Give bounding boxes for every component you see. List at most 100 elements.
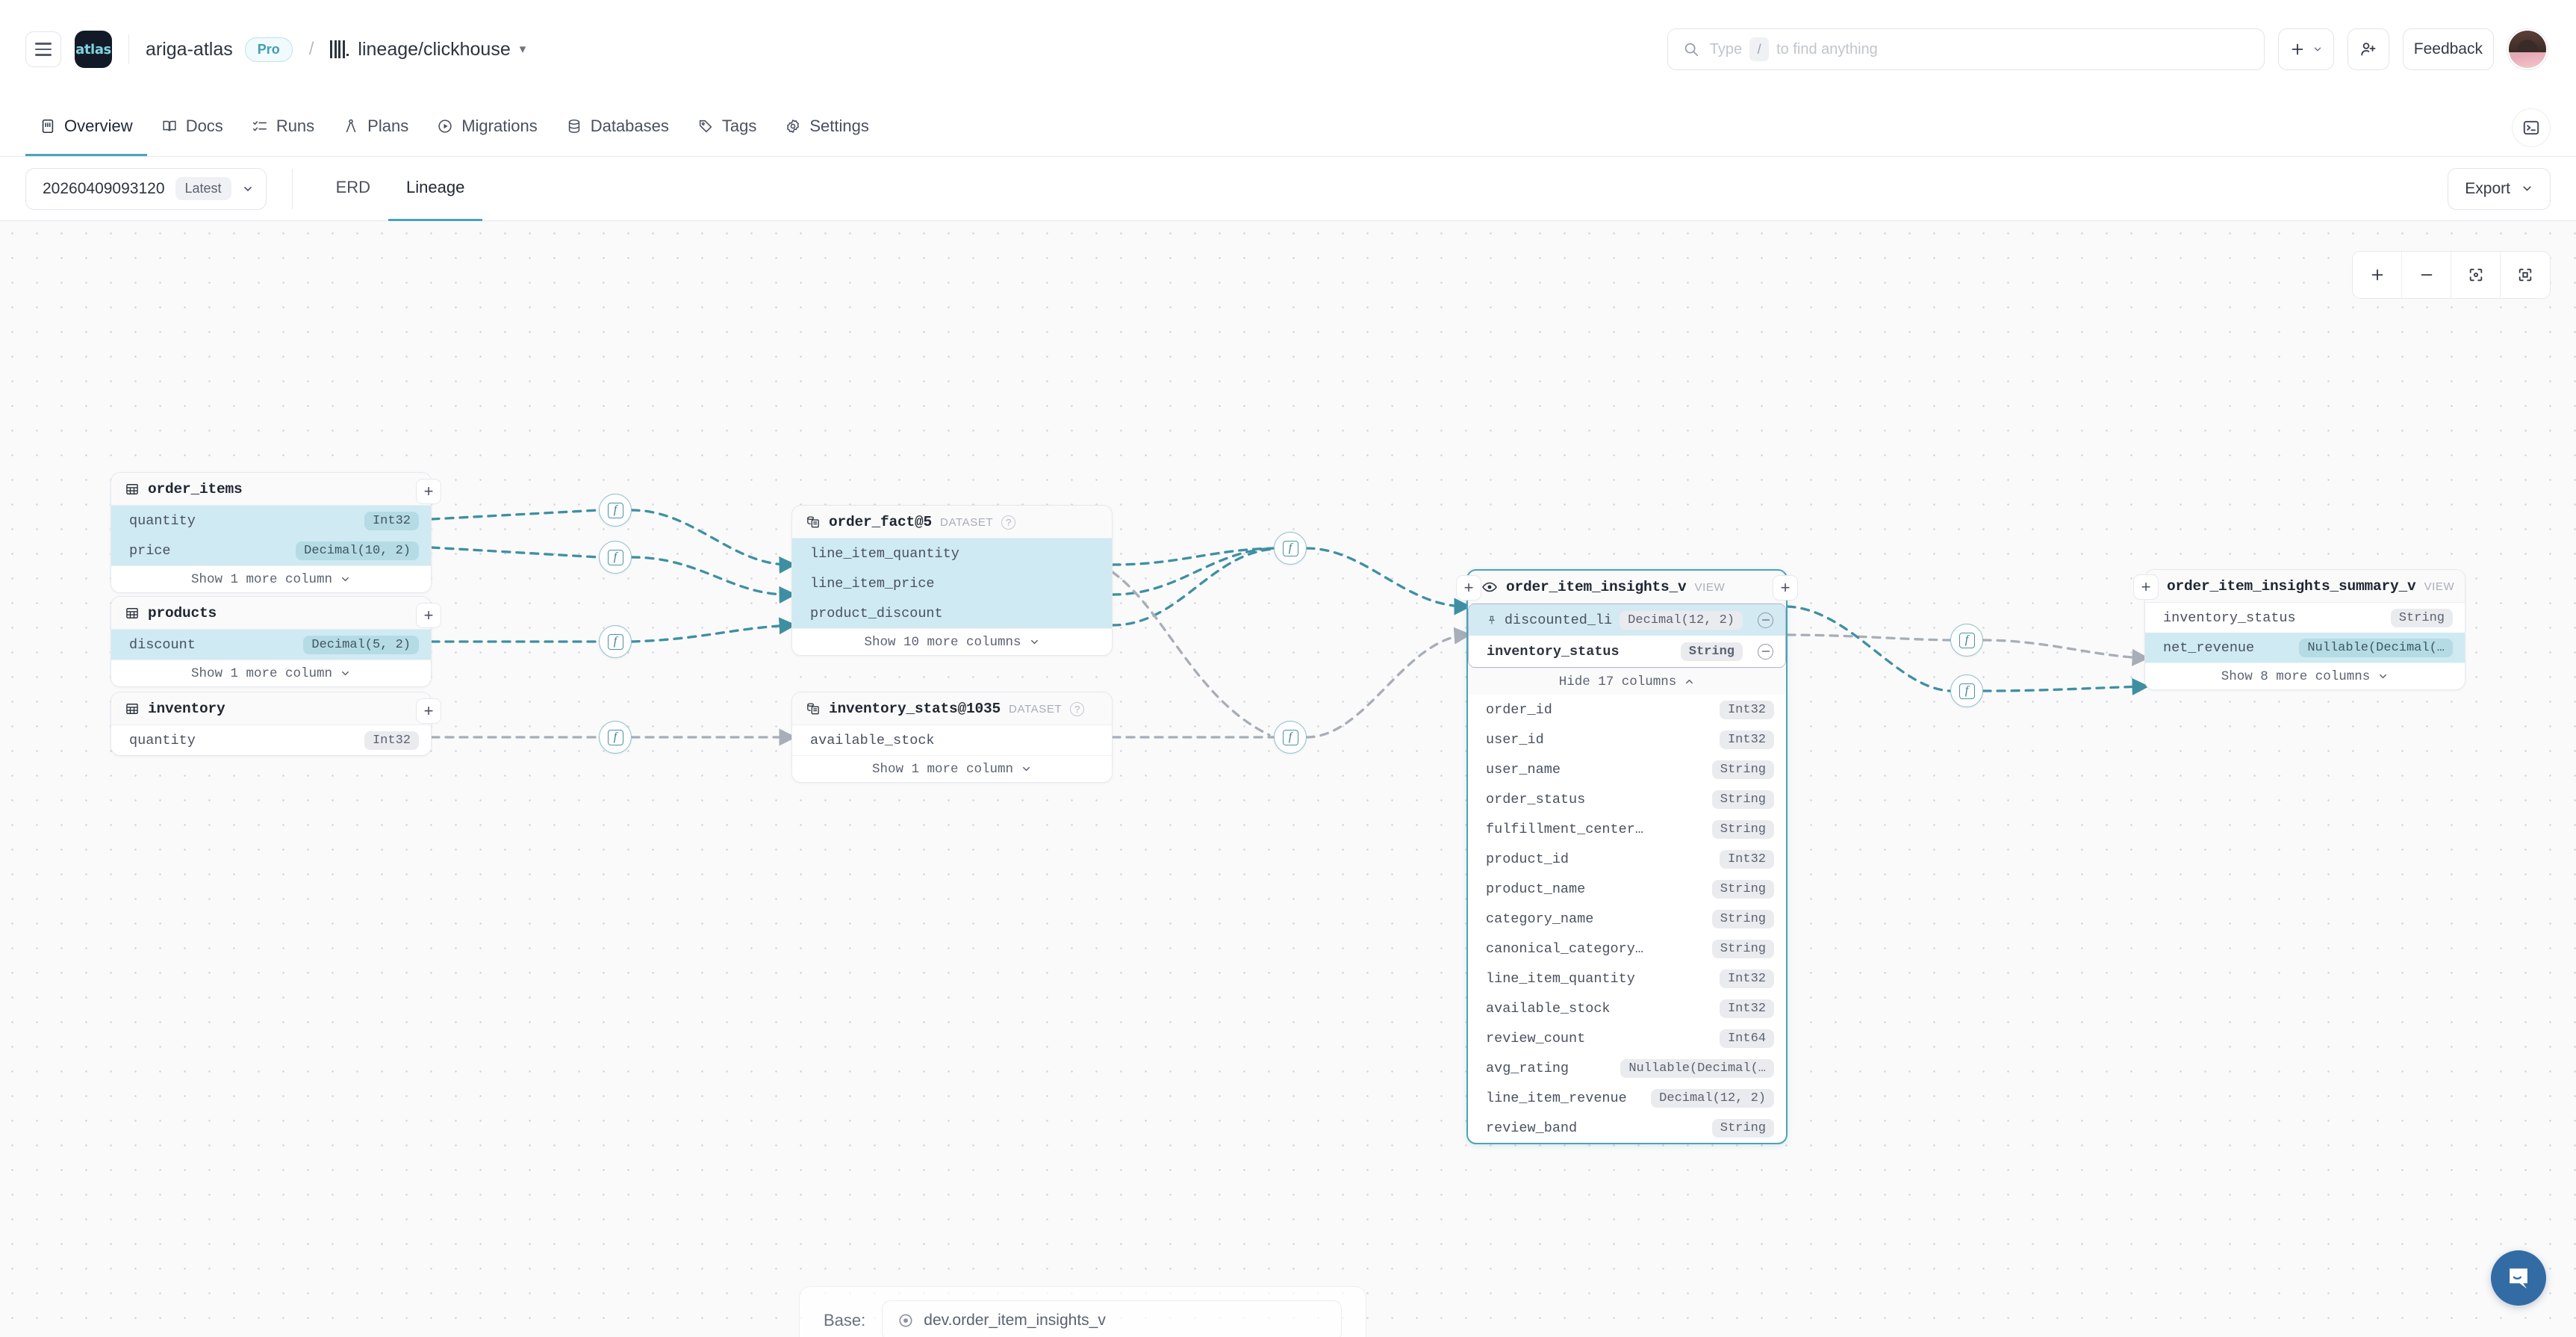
fit-view-button[interactable]: [2451, 252, 2501, 298]
tab-docs[interactable]: Docs: [147, 99, 237, 156]
lineage-node-order-item-insights-v[interactable]: + order_item_insights_v VIEW + discounte…: [1456, 569, 1798, 1144]
help-icon[interactable]: ?: [1070, 701, 1085, 716]
column-row[interactable]: quantity Int32: [111, 506, 431, 536]
tab-databases[interactable]: Databases: [552, 99, 683, 156]
tab-settings[interactable]: Settings: [771, 99, 883, 156]
search-input[interactable]: Type / to find anything: [1667, 28, 2265, 70]
column-type: Decimal(12, 2): [1620, 610, 1743, 630]
column-row-pinned[interactable]: discounted_line… Decimal(12, 2): [1469, 604, 1785, 636]
column-row[interactable]: price Decimal(10, 2): [111, 536, 431, 565]
column-name: net_revenue: [2163, 639, 2255, 656]
zoom-in-button[interactable]: [2353, 252, 2402, 298]
help-icon[interactable]: ?: [1001, 515, 1016, 530]
tab-plans[interactable]: Plans: [329, 99, 423, 156]
transform-fn-icon[interactable]: f: [599, 494, 632, 527]
remove-column-icon[interactable]: [1758, 643, 1773, 660]
view-eye-icon: [1482, 582, 1497, 592]
column-row[interactable]: available_stock: [792, 725, 1112, 755]
tab-migrations[interactable]: Migrations: [423, 99, 551, 156]
chevron-down-icon[interactable]: ▾: [519, 42, 526, 56]
expand-upstream-button[interactable]: +: [1456, 575, 1481, 601]
chat-support-button[interactable]: [2491, 1250, 2546, 1306]
expand-downstream-button[interactable]: +: [1773, 575, 1798, 601]
column-row[interactable]: line_item_quantity: [792, 539, 1112, 568]
show-more-columns-button[interactable]: Show 10 more columns: [792, 628, 1112, 655]
show-more-columns-button[interactable]: Show 1 more column: [792, 755, 1112, 782]
atlas-logo[interactable]: atlas: [75, 31, 112, 68]
show-more-columns-button[interactable]: Show 8 more columns: [2145, 663, 2465, 689]
column-row[interactable]: quantity Int32: [111, 725, 431, 755]
lineage-canvas[interactable]: order_items + quantity Int32 price Decim…: [0, 221, 2576, 1337]
column-type: String: [1711, 909, 1774, 928]
add-button[interactable]: [2277, 28, 2334, 70]
column-row[interactable]: canonical_category…String: [1468, 934, 1786, 964]
tab-runs[interactable]: Runs: [237, 99, 329, 156]
zoom-out-button[interactable]: [2402, 252, 2451, 298]
invite-user-button[interactable]: [2347, 28, 2389, 70]
transform-fn-icon[interactable]: f: [1274, 721, 1307, 754]
export-button[interactable]: Export: [2448, 167, 2551, 210]
node-columns: line_item_quantity line_item_price produ…: [792, 539, 1112, 655]
show-more-columns-button[interactable]: Show 1 more column: [111, 565, 431, 592]
lineage-node-order-items[interactable]: order_items + quantity Int32 price Decim…: [111, 472, 441, 593]
tab-lineage[interactable]: Lineage: [388, 157, 483, 221]
transform-fn-icon[interactable]: f: [1950, 624, 1983, 657]
tab-overview[interactable]: Overview: [25, 99, 147, 156]
column-row[interactable]: line_item_price: [792, 568, 1112, 598]
org-name[interactable]: ariga-atlas: [146, 38, 233, 60]
transform-fn-icon[interactable]: f: [1950, 674, 1983, 707]
transform-fn-icon[interactable]: f: [599, 625, 632, 658]
column-row[interactable]: discount Decimal(5, 2): [111, 630, 431, 660]
column-name: inventory_status: [1487, 643, 1620, 660]
expand-node-button[interactable]: +: [416, 698, 441, 724]
lineage-node-inventory-stats[interactable]: inventory_stats@1035 DATASET ? available…: [791, 692, 1113, 783]
remove-column-icon[interactable]: [1758, 612, 1773, 628]
feedback-button[interactable]: Feedback: [2402, 28, 2494, 70]
version-selector[interactable]: 20260409093120 Latest: [25, 167, 267, 210]
transform-fn-icon[interactable]: f: [599, 541, 632, 574]
base-input[interactable]: dev.order_item_insights_v: [882, 1300, 1342, 1337]
tab-runs-label: Runs: [276, 117, 315, 135]
column-row[interactable]: inventory_status String: [2145, 603, 2465, 633]
transform-fn-icon[interactable]: f: [1274, 532, 1307, 565]
column-row[interactable]: fulfillment_center…String: [1468, 814, 1786, 844]
lineage-node-inventory[interactable]: inventory + quantity Int32: [111, 692, 441, 756]
show-more-label: Show 1 more column: [190, 571, 333, 587]
expand-upstream-button[interactable]: +: [2133, 574, 2159, 600]
tab-tags[interactable]: Tags: [683, 99, 771, 156]
lineage-node-order-item-insights-summary-v[interactable]: + order_item_insights_summary_v VIEW inv…: [2133, 569, 2465, 690]
transform-fn-icon[interactable]: f: [599, 721, 632, 754]
hide-columns-button[interactable]: Hide 17 columns: [1468, 668, 1786, 695]
repo-name[interactable]: lineage/clickhouse: [358, 38, 511, 60]
fullscreen-button[interactable]: [2501, 252, 2550, 298]
column-name: user_name: [1486, 761, 1561, 778]
column-name: quantity: [129, 512, 196, 529]
show-more-columns-button[interactable]: Show 1 more column: [111, 660, 431, 686]
top-header: atlas ariga-atlas Pro / lineage/clickhou…: [0, 0, 2576, 99]
column-row[interactable]: net_revenue Nullable(Decimal(…: [2145, 633, 2465, 663]
lineage-node-products[interactable]: products + discount Decimal(5, 2) Show 1…: [111, 596, 441, 687]
column-row[interactable]: product_discount: [792, 598, 1112, 628]
tab-erd[interactable]: ERD: [335, 178, 371, 196]
lineage-node-order-fact[interactable]: order_fact@5 DATASET ? line_item_quantit…: [791, 505, 1113, 656]
hamburger-icon[interactable]: [25, 31, 61, 67]
column-row-pinned[interactable]: inventory_status String: [1469, 636, 1785, 667]
terminal-icon[interactable]: [2512, 108, 2551, 147]
expand-node-button[interactable]: +: [416, 603, 441, 628]
avatar[interactable]: [2507, 29, 2548, 69]
expand-node-button[interactable]: +: [416, 479, 441, 504]
